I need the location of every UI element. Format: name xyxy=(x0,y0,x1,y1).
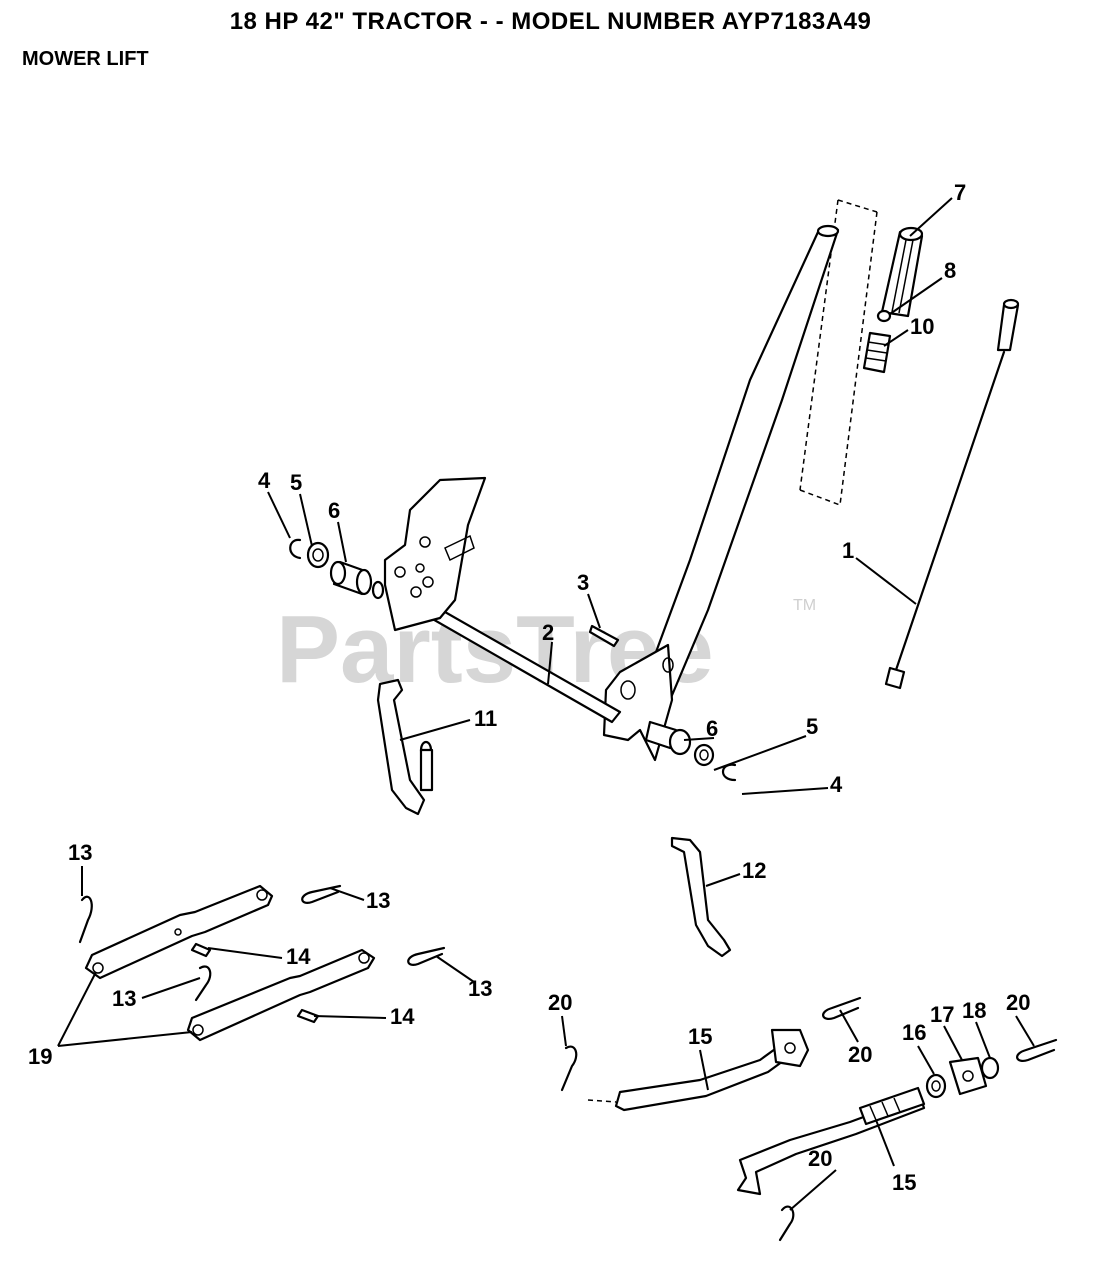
callout-15-upper: 15 xyxy=(688,1024,712,1049)
callout-10: 10 xyxy=(910,314,934,339)
callout-15-lower: 15 xyxy=(892,1170,916,1195)
swivel-block-17[interactable] xyxy=(948,1056,988,1096)
callout-5-left: 5 xyxy=(290,470,302,495)
cotter-pin-3[interactable] xyxy=(588,624,620,648)
leader-lines xyxy=(57,197,1035,1211)
lift-link-12[interactable] xyxy=(670,836,732,958)
hairpin-13-mid[interactable] xyxy=(194,965,212,1002)
callout-6-left: 6 xyxy=(328,498,340,523)
callout-1: 1 xyxy=(842,538,854,563)
callout-13-lower-right: 13 xyxy=(468,976,492,1001)
callout-13-upper-right: 13 xyxy=(366,888,390,913)
hairpin-20-mid[interactable] xyxy=(822,996,862,1020)
left-washer[interactable] xyxy=(306,541,330,569)
grip-spacer[interactable] xyxy=(876,309,892,323)
callout-4-left: 4 xyxy=(258,468,271,493)
callout-3: 3 xyxy=(577,570,589,595)
right-retainer-clip[interactable] xyxy=(721,763,737,782)
hairpin-20-left[interactable] xyxy=(560,1045,578,1092)
callout-5-right: 5 xyxy=(806,714,818,739)
lift-lever[interactable] xyxy=(640,224,840,702)
watermark-tm: TM xyxy=(793,597,816,614)
pin-14-lower[interactable] xyxy=(296,1008,320,1024)
lift-link-11[interactable] xyxy=(376,678,434,816)
callout-19: 19 xyxy=(28,1044,52,1069)
handle-grip[interactable] xyxy=(880,226,924,318)
callout-12: 12 xyxy=(742,858,766,883)
hairpin-13-lower-right[interactable] xyxy=(407,946,446,966)
callout-20-mid: 20 xyxy=(848,1042,872,1067)
left-bushing[interactable] xyxy=(329,560,385,600)
callout-11: 11 xyxy=(474,706,497,731)
right-washer[interactable] xyxy=(693,743,715,767)
callout-2: 2 xyxy=(542,620,554,645)
left-plate[interactable] xyxy=(383,476,487,632)
link-plate-lower[interactable] xyxy=(186,948,376,1042)
page-title: 18 HP 42" TRACTOR - - MODEL NUMBER AYP71… xyxy=(229,8,872,35)
callout-20-bottom: 20 xyxy=(808,1146,832,1171)
callout-numbers: 7 8 10 1 2 3 4 5 6 11 6 5 4 12 13 13 14 … xyxy=(28,180,1030,1195)
lift-rod[interactable] xyxy=(884,298,1020,690)
pin-14-upper[interactable] xyxy=(190,942,212,958)
link-plate-upper[interactable] xyxy=(84,884,274,980)
callout-20-right: 20 xyxy=(1006,990,1030,1015)
callout-14-lower: 14 xyxy=(390,1004,415,1029)
adjust-rod-15-lower[interactable] xyxy=(736,1086,926,1196)
callout-13-top-left: 13 xyxy=(68,840,92,865)
lever-spring[interactable] xyxy=(862,331,892,374)
adjust-rod-15-upper[interactable] xyxy=(587,1028,810,1112)
right-bushing[interactable] xyxy=(644,720,692,756)
callout-7: 7 xyxy=(954,180,966,205)
hairpin-13-left[interactable] xyxy=(78,895,93,944)
callout-16: 16 xyxy=(902,1020,926,1045)
washer-16[interactable] xyxy=(925,1073,947,1099)
callout-6-right: 6 xyxy=(706,716,718,741)
section-title: MOWER LIFT xyxy=(22,48,149,70)
hairpin-20-bottom[interactable] xyxy=(778,1205,795,1242)
callout-18: 18 xyxy=(962,998,986,1023)
hairpin-20-right[interactable] xyxy=(1016,1038,1058,1062)
bushing-18[interactable] xyxy=(980,1056,1000,1080)
callout-4-right: 4 xyxy=(830,772,843,797)
callout-13-mid: 13 xyxy=(112,986,136,1011)
hairpin-13-upper-right[interactable] xyxy=(301,884,342,904)
callout-20-left: 20 xyxy=(548,990,572,1015)
callout-8: 8 xyxy=(944,258,956,283)
left-retainer-clip[interactable] xyxy=(289,538,302,560)
callout-14-upper: 14 xyxy=(286,944,311,969)
callout-17: 17 xyxy=(930,1002,954,1027)
